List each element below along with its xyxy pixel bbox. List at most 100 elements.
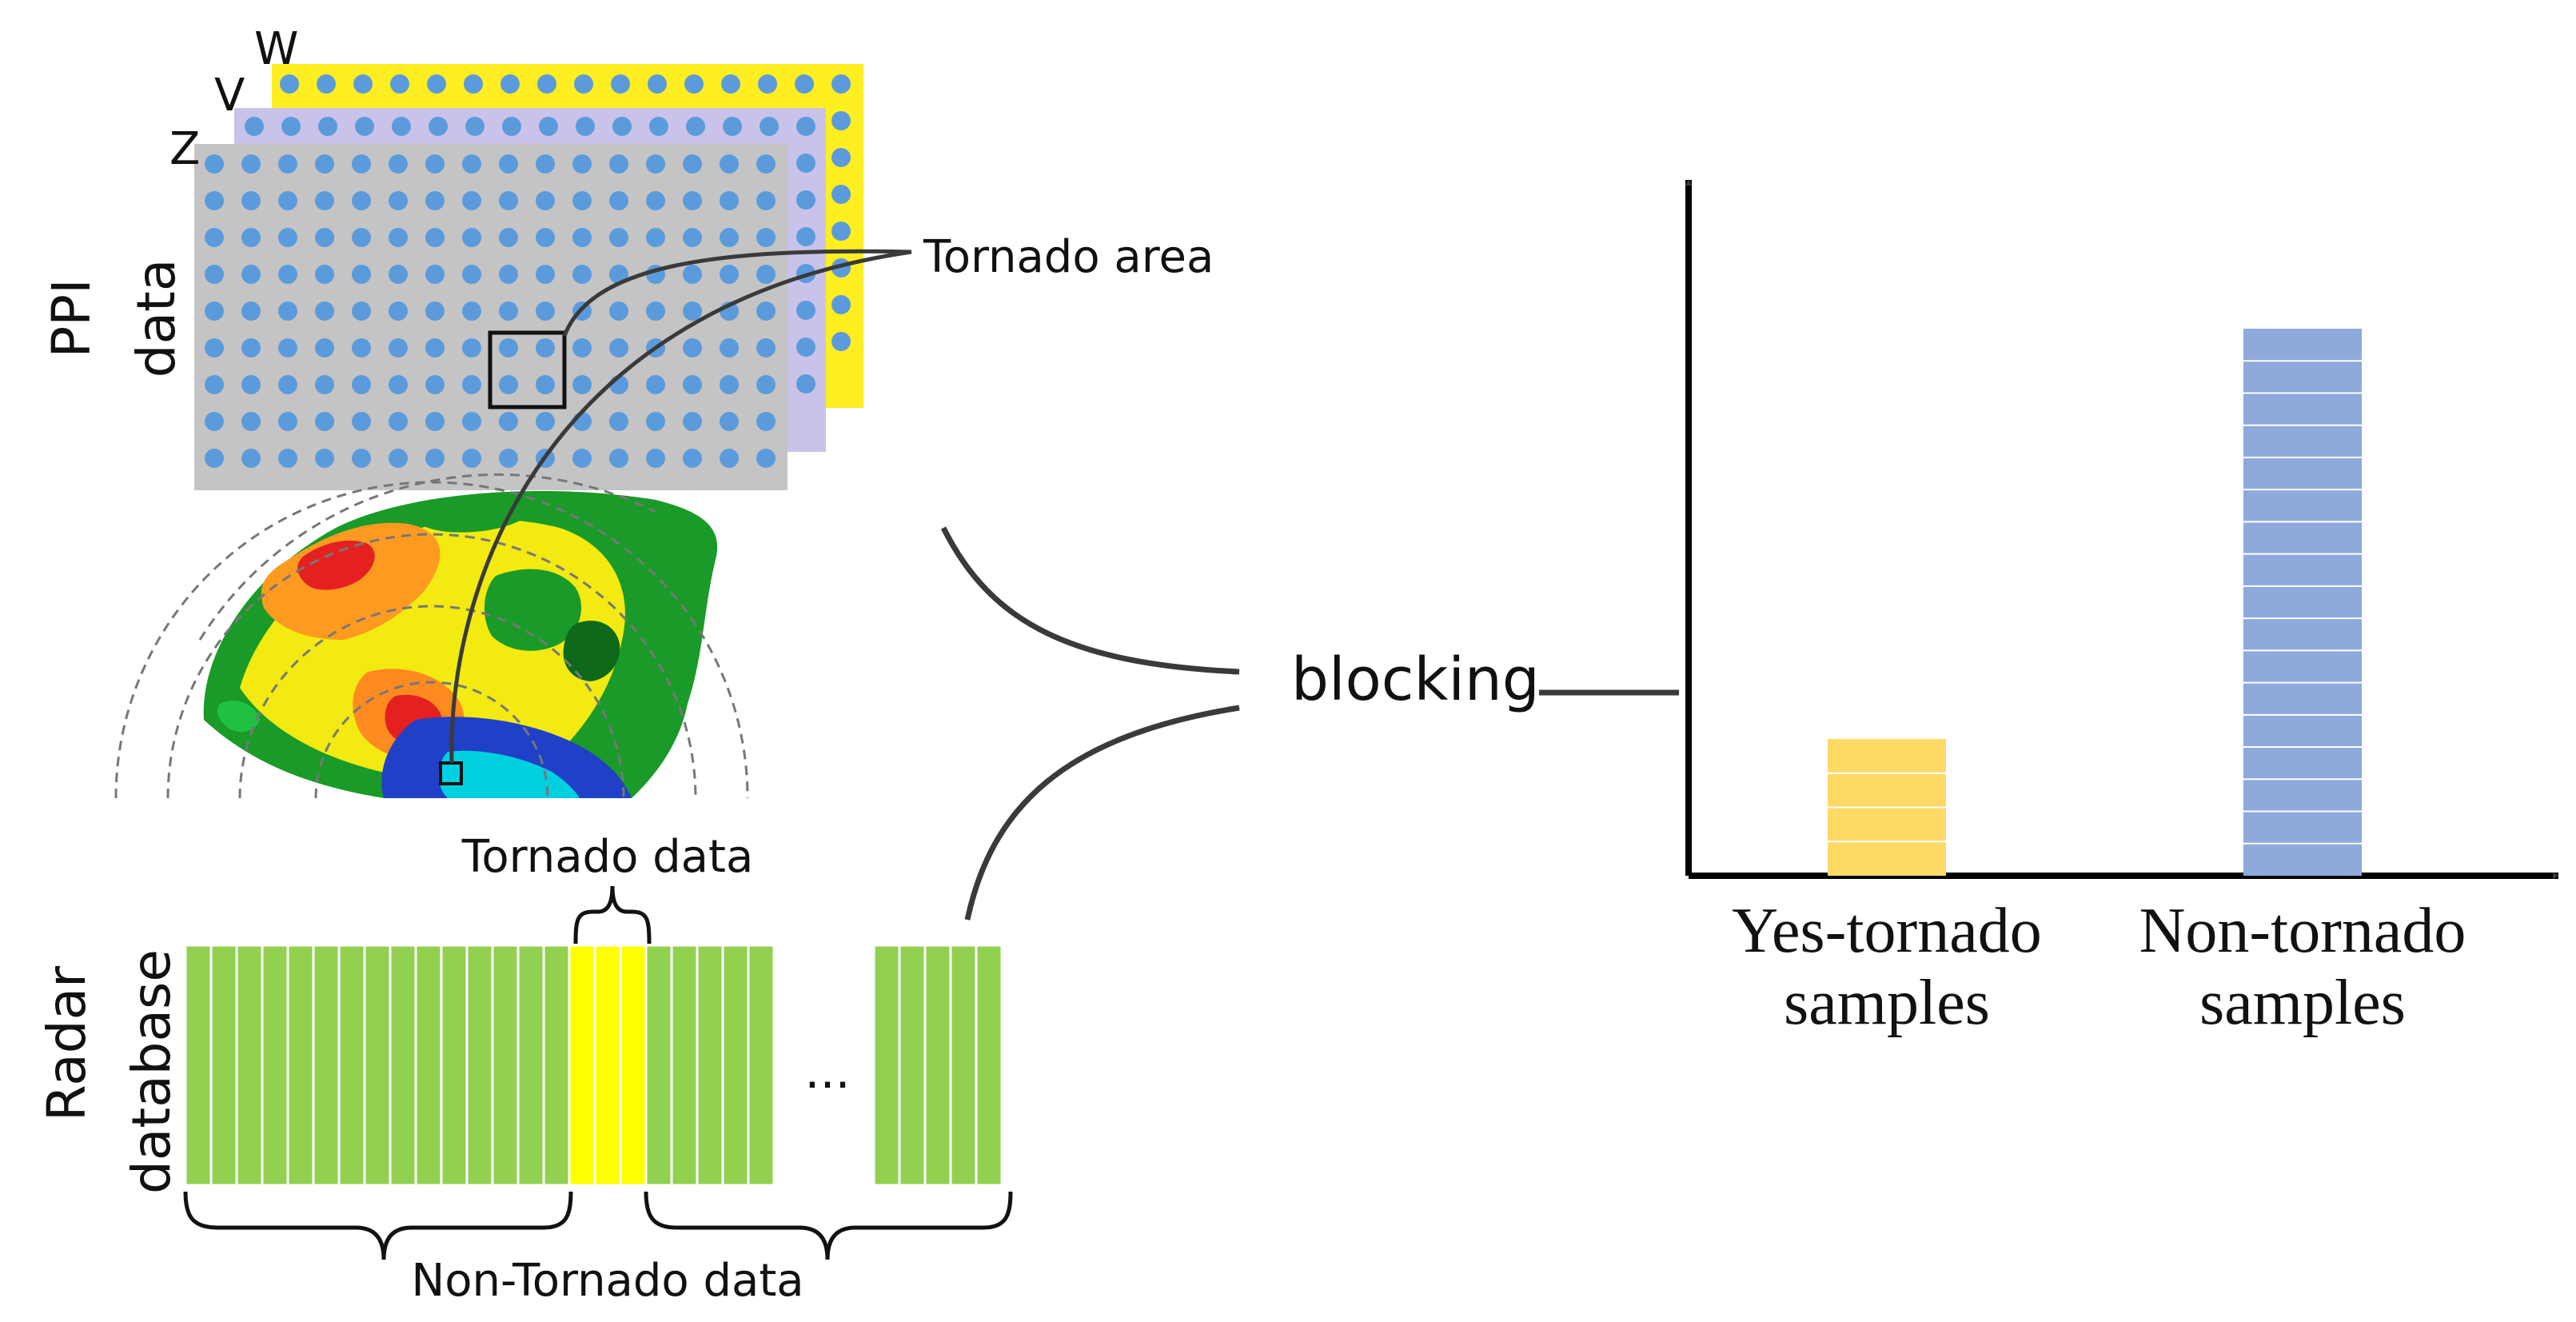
ppi-dot (756, 375, 776, 394)
tornado-area-label: Tornado area (923, 231, 1214, 283)
ppi-layer-w-dots (280, 74, 851, 351)
ppi-dot (646, 449, 665, 468)
ppi-label-line1: PPI (41, 278, 102, 357)
ppi-dot (425, 154, 445, 174)
non-tornado-data-strip (465, 944, 494, 1187)
ppi-dot (536, 375, 555, 394)
blocking-label: blocking (1291, 645, 1540, 714)
ppi-dot (686, 117, 705, 136)
ppi-dot (499, 412, 518, 431)
ppi-dot (205, 191, 224, 210)
ppi-dot (756, 412, 776, 431)
ppi-dot (536, 302, 555, 321)
ppi-dot (278, 265, 297, 284)
ppi-dot (241, 375, 261, 394)
ppi-dot (609, 412, 628, 431)
ppi-dot (831, 295, 851, 314)
ppi-dot (462, 449, 481, 468)
ppi-dot (539, 117, 558, 136)
ppi-dot (611, 74, 630, 94)
non-tornado-data-strip (491, 944, 520, 1187)
ppi-dot (683, 265, 702, 284)
ppi-dot (683, 302, 702, 321)
ppi-dot (796, 190, 815, 210)
non-tornado-data-strip (975, 944, 1003, 1187)
tornado-connector-2 (449, 250, 912, 764)
ppi-dot (241, 412, 261, 431)
non-tornado-data-strip (286, 944, 315, 1187)
tornado-data-label: Tornado data (461, 831, 754, 883)
ppi-dot (609, 228, 628, 247)
ppi-dot (609, 302, 628, 321)
ppi-dot (425, 228, 445, 247)
ppi-dot (646, 412, 665, 431)
ppi-dot (352, 412, 371, 431)
tornado-data-strip (593, 944, 622, 1187)
ppi-dot (831, 222, 851, 241)
ppi-dot (425, 375, 445, 394)
ppi-dot (796, 337, 815, 357)
ppi-dot (205, 449, 224, 468)
non-tornado-data-strip (542, 944, 571, 1187)
ppi-dot (315, 412, 334, 431)
ppi-dot (353, 74, 373, 94)
ppi-dot (609, 191, 628, 210)
ppi-dot (389, 154, 408, 174)
ppi-dot (683, 228, 702, 247)
ppi-dot (464, 74, 483, 94)
tornado-data-strip (619, 944, 648, 1187)
non-tornado-data-strip (747, 944, 776, 1187)
ppi-dot (462, 228, 481, 247)
non-tornado-data-strip (670, 944, 699, 1187)
bar-non-tornado (2243, 329, 2362, 876)
ppi-dot (389, 265, 408, 284)
non-tornado-data-strip (235, 944, 264, 1187)
ppi-dot (352, 375, 371, 394)
radar-scan-image (203, 491, 718, 798)
ppi-dot (462, 338, 481, 357)
ppi-layer-stack (194, 64, 863, 490)
ppi-dot (278, 375, 297, 394)
ppi-dot (609, 154, 628, 174)
ppi-dot (683, 154, 702, 174)
ppi-dot (831, 111, 851, 130)
ppi-dot (536, 265, 555, 284)
ppi-dot (572, 228, 592, 247)
ppi-dot (720, 375, 739, 394)
ppi-dot (278, 412, 297, 431)
tornado-connector-1 (562, 249, 912, 337)
ppi-dot (278, 191, 297, 210)
non-tornado-data-strip (363, 944, 392, 1187)
ppi-dot (352, 265, 371, 284)
ppi-dot (683, 375, 702, 394)
tornado-area-box (488, 330, 567, 409)
ppi-dot (317, 74, 336, 94)
ppi-dot (278, 302, 297, 321)
ppi-dot (756, 449, 776, 468)
ppi-dot (723, 117, 742, 136)
ppi-dot (683, 449, 702, 468)
ppi-dot (756, 154, 776, 174)
ppi-dot (278, 154, 297, 174)
ppi-dot (315, 449, 334, 468)
ppi-dot (831, 332, 851, 351)
ppi-dot (315, 338, 334, 357)
ppi-dot (720, 338, 739, 357)
ppi-dot (536, 191, 555, 210)
ppi-dot (500, 74, 520, 94)
non-tornado-data-strip (923, 944, 952, 1187)
ppi-dot (831, 185, 851, 204)
ppi-dot (499, 302, 518, 321)
ppi-dot (756, 191, 776, 210)
tornado-data-brace (573, 885, 652, 945)
non-tornado-data-strip (440, 944, 469, 1187)
ppi-dot (352, 191, 371, 210)
ppi-dot (462, 412, 481, 431)
ppi-dot (390, 74, 409, 94)
ppi-dot (683, 191, 702, 210)
non-tornado-data-strip (389, 944, 417, 1187)
ppi-dot (721, 74, 740, 94)
category-label-line: samples (1784, 968, 1990, 1038)
